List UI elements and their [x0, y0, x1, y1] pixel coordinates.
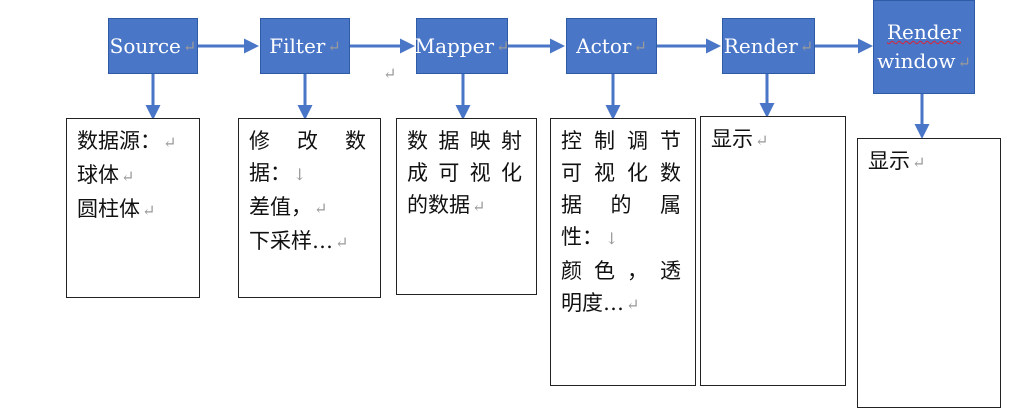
return-mark: ↵ — [957, 53, 971, 72]
return-mark: ↵ — [633, 36, 647, 56]
desc-render-window: 显示↵ — [857, 138, 1001, 408]
return-mark: ↵ — [314, 199, 328, 218]
stage-label: Source — [109, 34, 181, 58]
desc-line: 性：↓ — [561, 225, 619, 249]
return-mark: ↵ — [472, 197, 486, 216]
desc-line: 成可视化 — [407, 161, 522, 185]
desc-line: 的数据↵ — [407, 193, 486, 217]
stage-source: Source↵ — [108, 18, 198, 74]
return-mark: ↵ — [121, 167, 135, 186]
desc-line: 明度…↵ — [561, 291, 640, 315]
desc-line: 可视化数 — [561, 161, 681, 185]
stage-label: Actor — [576, 34, 632, 58]
desc-actor: 控制调节 可视化数 据 的 属 性：↓ 颜色，透 明度…↵ — [550, 118, 696, 386]
desc-line: 数据源：↵ — [77, 129, 177, 153]
desc-mapper: 数据映射 成可视化 的数据↵ — [396, 118, 537, 295]
desc-line: 下采样…↵ — [249, 229, 349, 253]
desc-line: 据 的 属 — [561, 193, 681, 217]
stage-label: Render — [723, 34, 798, 58]
stage-label: Mapper — [414, 34, 494, 58]
desc-line: 修 改 数 — [249, 129, 366, 153]
return-mark: ↵ — [755, 131, 769, 150]
desc-line: 圆柱体↵ — [77, 197, 156, 221]
return-mark: ↓ — [293, 165, 307, 184]
return-mark: ↵ — [626, 295, 640, 314]
stage-filter: Filter↵ — [260, 18, 350, 74]
stage-label-line2: window — [877, 49, 956, 73]
desc-line: 据：↓ — [249, 161, 307, 185]
stage-actor: Actor↵ — [566, 18, 657, 74]
desc-source: 数据源：↵ 球体↵ 圆柱体↵ — [66, 118, 200, 298]
desc-line: 控制调节 — [561, 129, 681, 153]
desc-line: 颜色，透 — [561, 259, 681, 283]
return-mark: ↵ — [799, 36, 814, 56]
desc-render: 显示↵ — [700, 116, 846, 386]
return-mark: ↓ — [605, 229, 619, 248]
stage-render: Render↵ — [722, 18, 815, 74]
return-mark: ↵ — [496, 36, 510, 56]
desc-line: 数据映射 — [407, 129, 522, 153]
return-mark: ↵ — [182, 36, 197, 56]
stage-mapper: Mapper↵ — [414, 18, 510, 74]
desc-line: 差值，↵ — [249, 195, 328, 219]
return-mark: ↵ — [335, 233, 349, 252]
stage-label: Render — [887, 20, 961, 44]
desc-line: 显示↵ — [868, 149, 926, 173]
return-mark: ↵ — [912, 153, 926, 172]
return-mark: ↵ — [163, 133, 177, 152]
stray-return-mark: ↵ — [383, 64, 397, 83]
desc-line: 球体↵ — [77, 163, 135, 187]
return-mark: ↵ — [142, 201, 156, 220]
desc-line: 显示↵ — [711, 127, 769, 151]
stage-render-window: Render window↵ — [873, 0, 975, 94]
stage-label: Filter — [269, 34, 326, 58]
desc-filter: 修 改 数 据：↓ 差值，↵ 下采样…↵ — [238, 118, 381, 298]
return-mark: ↵ — [327, 36, 341, 56]
